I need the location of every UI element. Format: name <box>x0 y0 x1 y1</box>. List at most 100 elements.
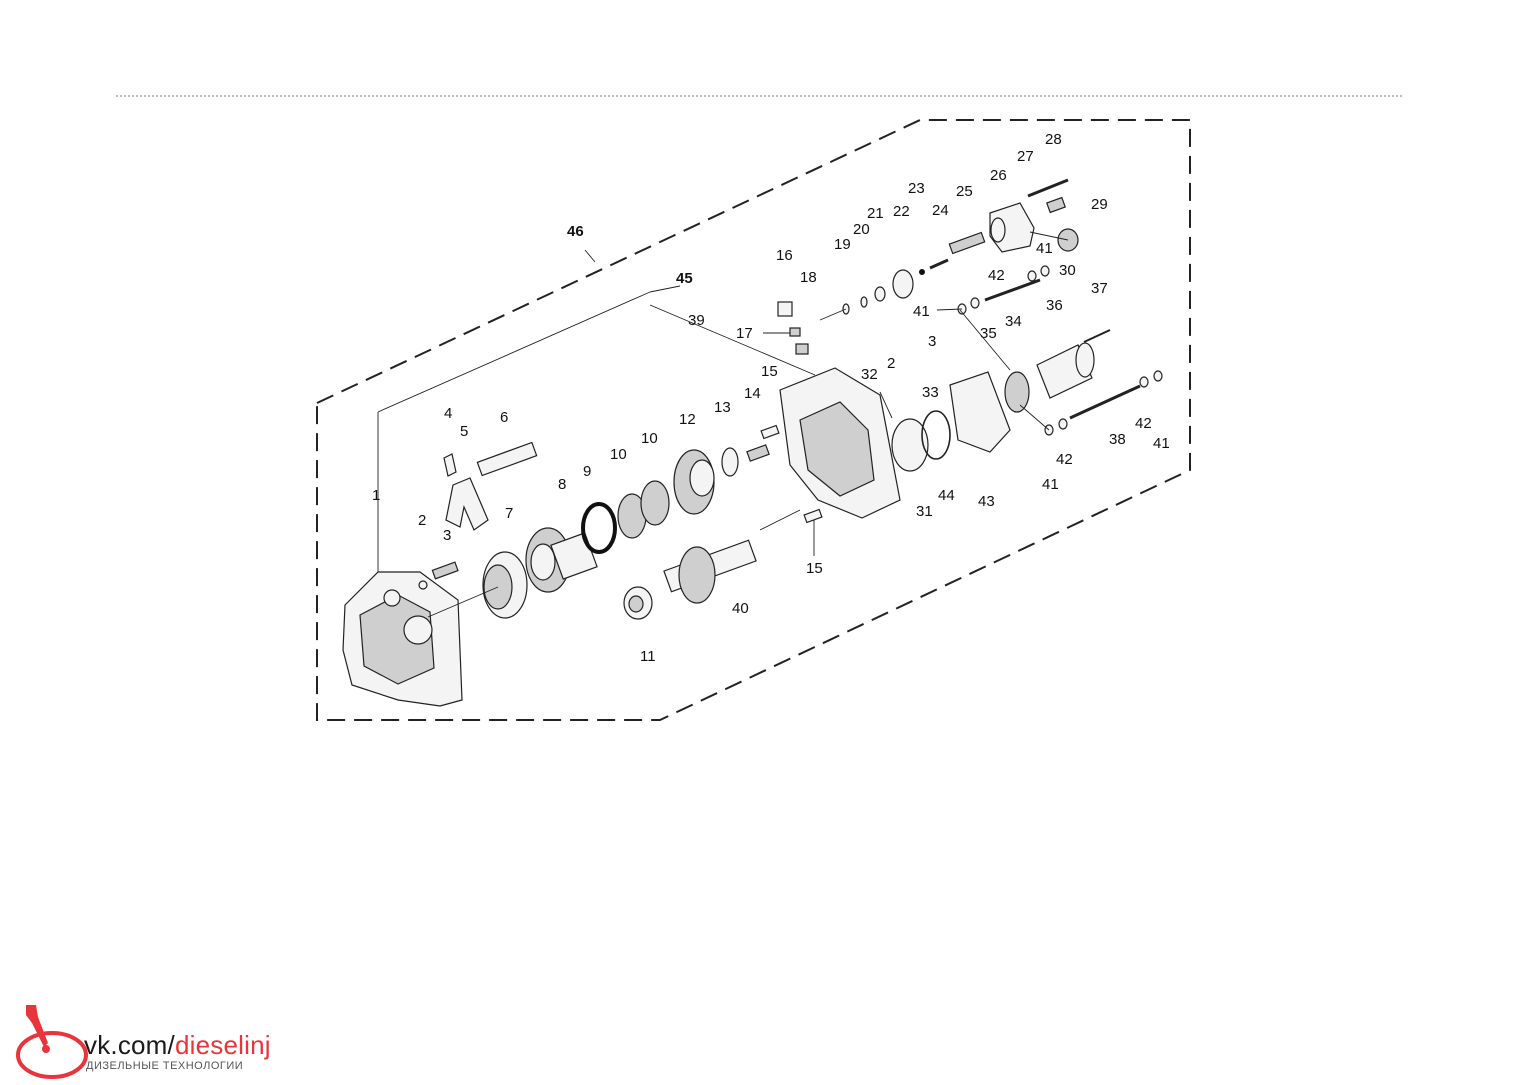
needle-bearings-10 <box>617 480 670 539</box>
leader-38 <box>1019 404 1050 431</box>
small-fastener-2-3 <box>418 561 459 590</box>
seal-34 <box>1004 371 1030 413</box>
callout-41a: 41 <box>1036 240 1053 257</box>
brand-logo <box>16 1005 88 1079</box>
gear-12 <box>673 449 715 515</box>
callout-41b: 41 <box>913 303 930 320</box>
brand-url-accent: dieselinj <box>174 1030 271 1060</box>
screw-14 <box>746 444 770 462</box>
callout-13: 13 <box>714 399 731 416</box>
callout-36: 36 <box>1046 297 1063 314</box>
pin-37 <box>1083 329 1111 343</box>
callout-3: 3 <box>443 527 451 544</box>
callout-42c: 42 <box>1135 415 1152 432</box>
callout-42a: 42 <box>988 267 1005 284</box>
brand-url[interactable]: vk.com/dieselinj <box>84 1030 271 1061</box>
callout-1: 1 <box>372 487 380 504</box>
callout-9: 9 <box>583 463 591 480</box>
brand-url-prefix: vk.com/ <box>84 1030 175 1060</box>
leader-30 <box>1029 231 1069 241</box>
callout-31: 31 <box>916 503 933 520</box>
callout-4: 4 <box>444 405 452 422</box>
leader-7 <box>427 586 499 618</box>
callout-35: 35 <box>980 325 997 342</box>
callout-28: 28 <box>1045 131 1062 148</box>
brand-subtitle: ДИЗЕЛЬНЫЕ ТЕХНОЛОГИИ <box>86 1060 244 1072</box>
o-ring-9 <box>581 502 617 554</box>
leader-40 <box>759 509 801 531</box>
callout-14: 14 <box>744 385 761 402</box>
callout-41d: 41 <box>1153 435 1170 452</box>
callout-46: 46 <box>567 223 584 240</box>
callout-43: 43 <box>978 493 995 510</box>
bearing-31 <box>891 418 929 472</box>
callout-22: 22 <box>893 203 910 220</box>
callout-45: 45 <box>676 270 693 287</box>
leader-19 <box>819 308 847 321</box>
pin-15-bottom <box>803 508 823 524</box>
cover-housing <box>342 571 463 707</box>
callout-19: 19 <box>834 236 851 253</box>
callout-24: 24 <box>932 202 949 219</box>
callout-38: 38 <box>1109 431 1126 448</box>
callout-15a: 15 <box>761 363 778 380</box>
fittings-16-17-18 <box>777 301 809 355</box>
callout-25: 25 <box>956 183 973 200</box>
stud-35 <box>984 278 1041 302</box>
callout-5: 5 <box>460 423 468 440</box>
callout-17: 17 <box>736 325 753 342</box>
assembly-46-leader <box>584 249 596 263</box>
callout-37: 37 <box>1091 280 1108 297</box>
callout-40: 40 <box>732 600 749 617</box>
plate-43 <box>949 371 1011 453</box>
callout-18: 18 <box>800 269 817 286</box>
callout-26: 26 <box>990 167 1007 184</box>
callout-23: 23 <box>908 180 925 197</box>
callout-2: 2 <box>418 512 426 529</box>
ring-44 <box>921 410 951 460</box>
pin-6 <box>476 441 538 477</box>
shift-fork <box>443 453 489 531</box>
callout-3b: 3 <box>928 333 936 350</box>
callout-41c: 41 <box>1042 476 1059 493</box>
assembly-boundary <box>316 119 1191 721</box>
washer-13 <box>721 447 739 477</box>
callout-33: 33 <box>922 384 939 401</box>
ball-23 <box>919 269 925 275</box>
ring-20 <box>860 296 868 308</box>
callout-29: 29 <box>1091 196 1108 213</box>
bearing-7 <box>482 551 528 619</box>
callout-20: 20 <box>853 221 870 238</box>
bolt-28 <box>1027 178 1069 198</box>
callout-21: 21 <box>867 205 884 222</box>
leader-41 <box>936 308 963 311</box>
leader-43 <box>959 309 1011 371</box>
shaft-gear-40 <box>663 539 757 604</box>
callout-30: 30 <box>1059 262 1076 279</box>
callout-8: 8 <box>558 476 566 493</box>
callout-6: 6 <box>500 409 508 426</box>
callout-32: 32 <box>861 366 878 383</box>
callout-44: 44 <box>938 487 955 504</box>
callout-2b: 2 <box>887 355 895 372</box>
main-housing-39 <box>779 367 901 519</box>
leader-39 <box>649 304 816 376</box>
stud-38 <box>1069 384 1141 420</box>
washer-21 <box>874 286 886 302</box>
callout-labels: 46 45 1 2 3 4 5 6 7 8 9 10 10 11 12 13 1… <box>372 131 1170 665</box>
callout-16: 16 <box>776 247 793 264</box>
washers-41-42 <box>957 265 1163 436</box>
callout-39: 39 <box>688 312 705 329</box>
assembly-45-leader-tail <box>649 285 681 293</box>
injector-icon <box>26 1005 50 1053</box>
callout-11: 11 <box>640 648 656 665</box>
valve-block-26 <box>989 202 1035 253</box>
assembly-45-leader <box>377 291 651 413</box>
gear-8 <box>525 527 598 593</box>
logo-ring-icon <box>16 1031 88 1079</box>
leader-32 <box>879 391 893 419</box>
callout-15b: 15 <box>806 560 823 577</box>
callout-10b: 10 <box>641 430 658 447</box>
